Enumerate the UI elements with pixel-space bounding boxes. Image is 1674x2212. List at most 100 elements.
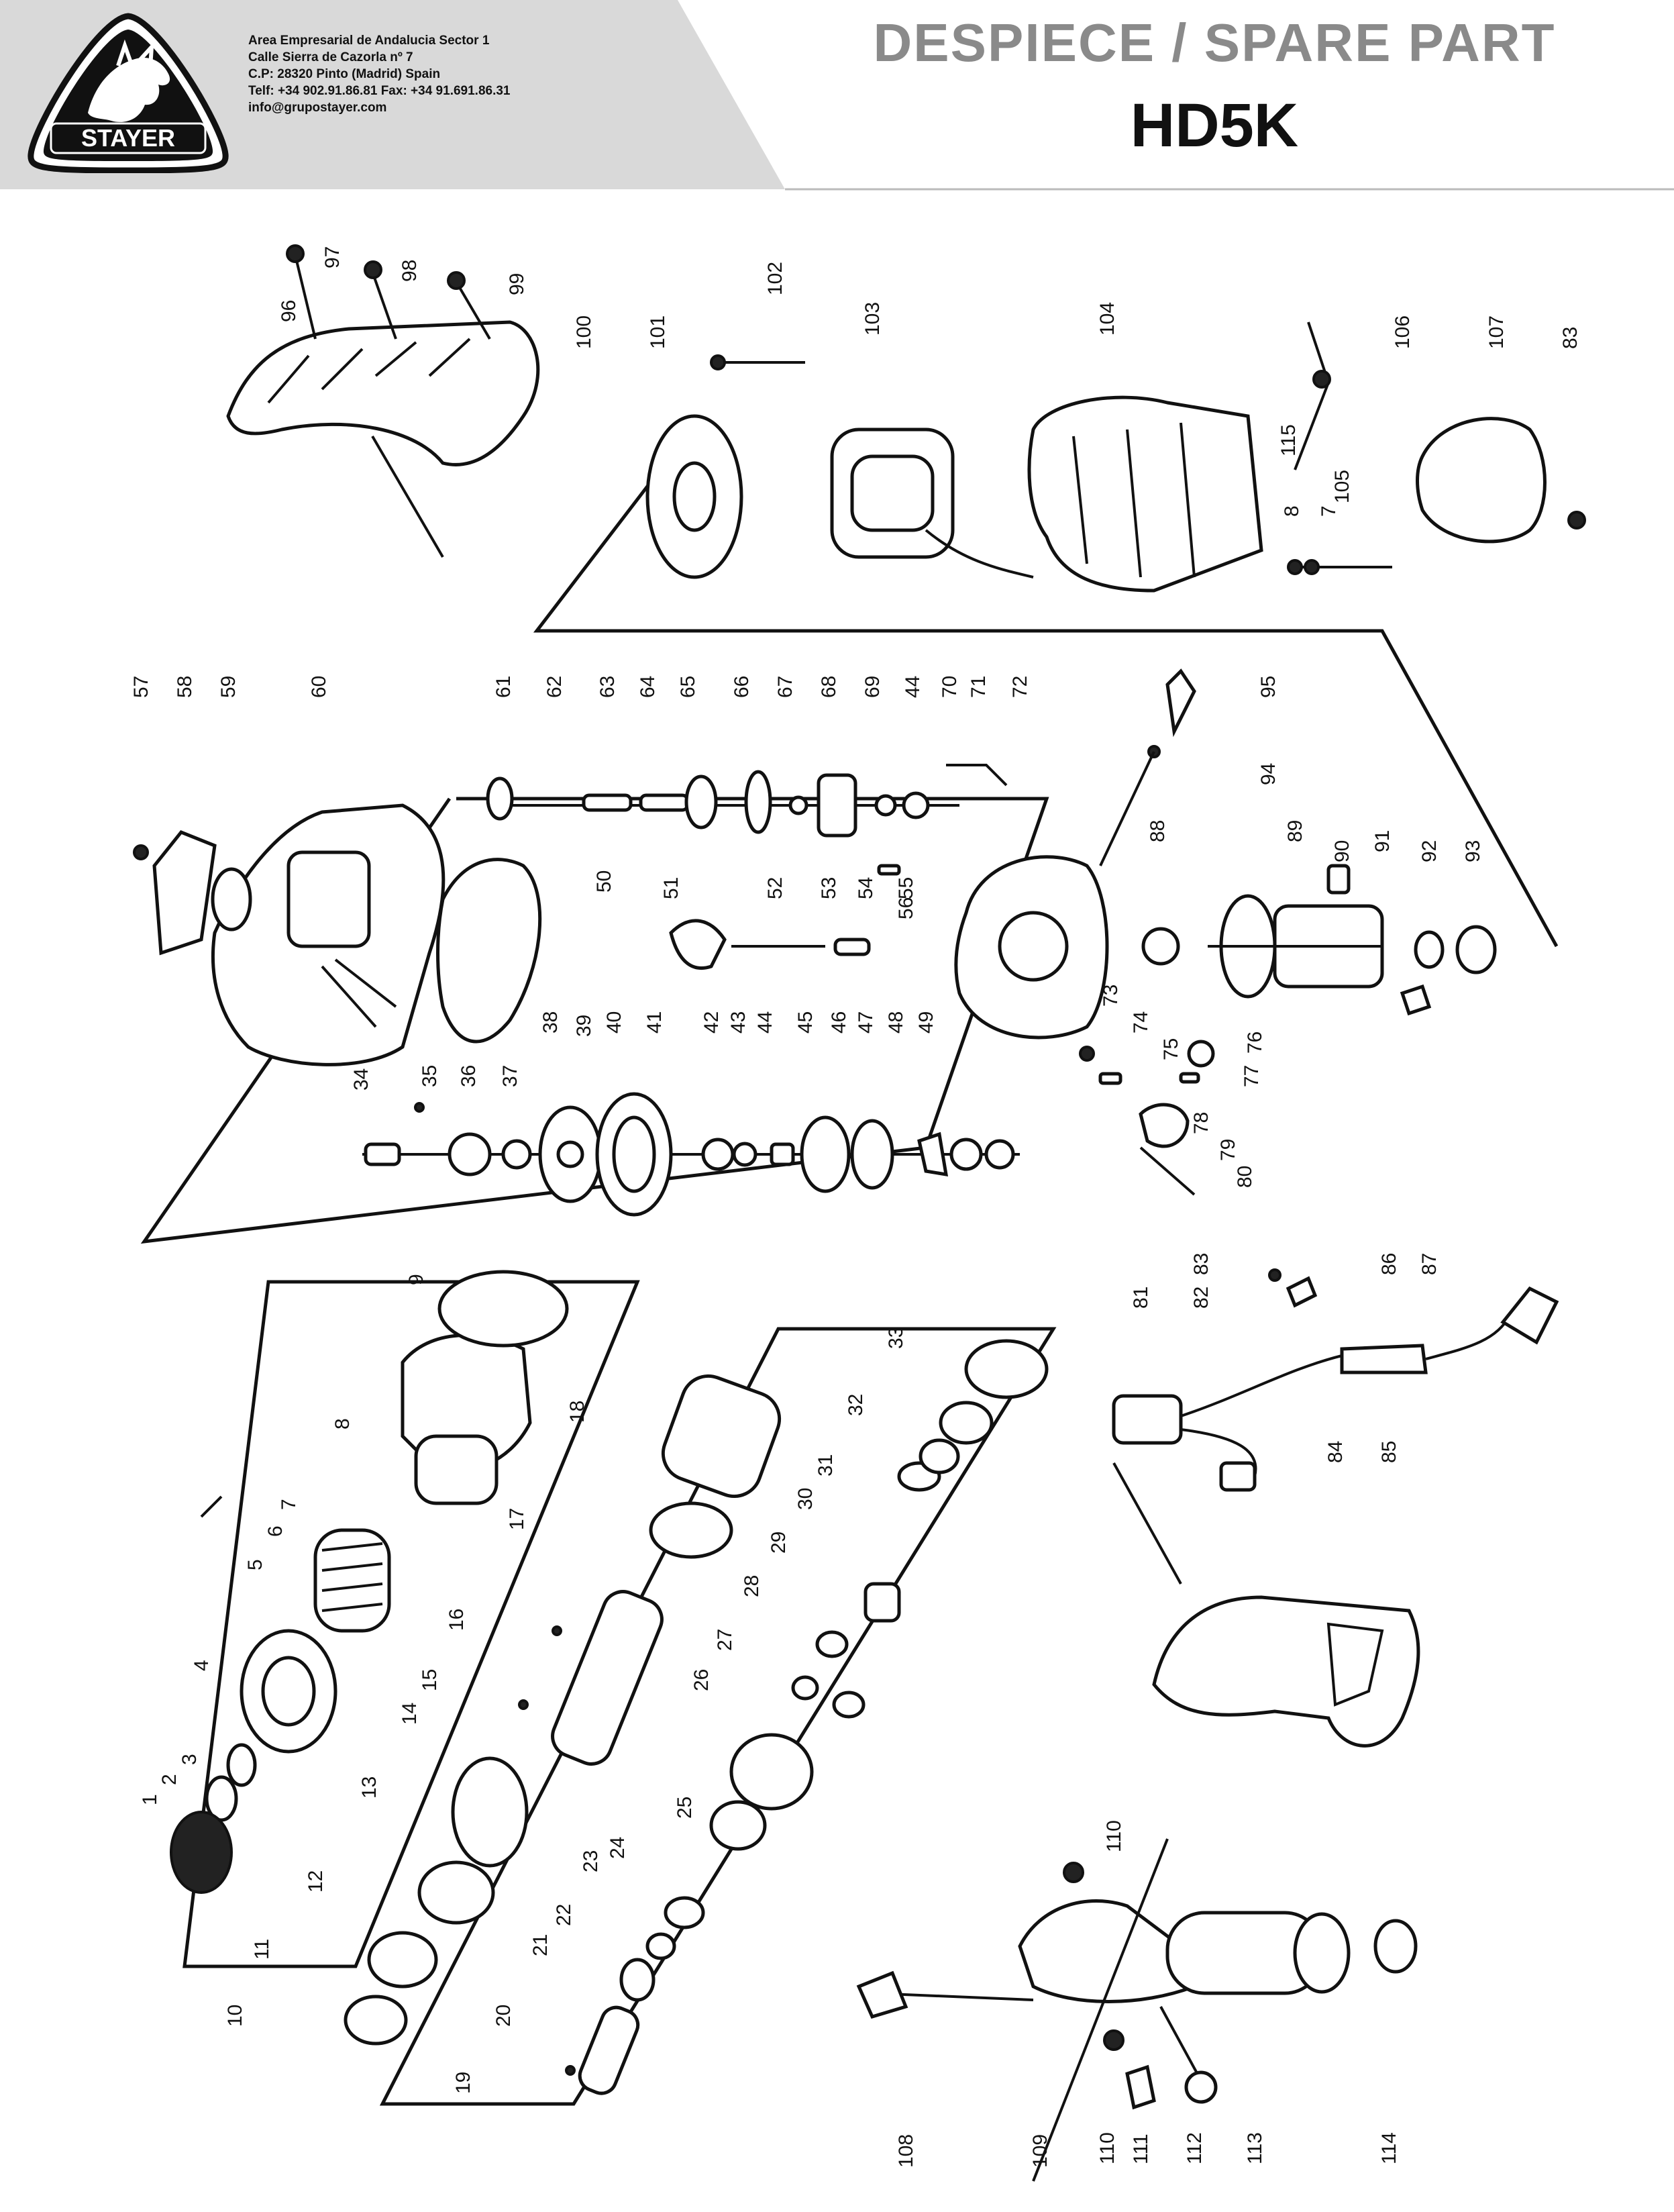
part-number-45: 45 [794,1011,817,1034]
side-cover-plate [152,830,217,956]
part-number-10: 10 [224,2005,246,2027]
part-number-86: 86 [1378,1253,1400,1275]
part-number-15: 15 [419,1669,441,1691]
part-number-75: 75 [1160,1038,1182,1060]
part-number-20: 20 [492,2005,515,2027]
part-number-77: 77 [1241,1065,1263,1087]
part-number-65: 65 [677,676,699,698]
part-number-39: 39 [573,1015,595,1037]
part-number-56: 56 [895,897,917,919]
part-number-7: 7 [278,1499,300,1510]
model-number: HD5K [1130,91,1299,160]
power-plug [1500,1286,1559,1345]
part-number-5: 5 [244,1559,266,1570]
part-number-109: 109 [1029,2134,1051,2168]
address-line: Area Empresarial de Andalucia Sector 1 [248,34,490,48]
part-number-114: 114 [1378,2132,1400,2164]
part-number-37: 37 [499,1065,521,1087]
stayer-logo: STAYER [28,13,229,173]
part-number-32: 32 [845,1394,867,1416]
part-number-71: 71 [967,676,990,698]
part-number-112: 112 [1184,2132,1206,2164]
locking-sleeve [240,1629,337,1754]
part-number-labels: 1234567891011121314151617181920212223242… [130,246,1581,2168]
part-number-99: 99 [506,273,528,295]
part-number-73: 73 [1100,985,1122,1007]
part-number-92: 92 [1418,840,1441,862]
part-number-47: 47 [855,1011,877,1034]
part-number-42: 42 [700,1011,723,1034]
part-number-70: 70 [939,676,961,698]
part-number-78: 78 [1190,1112,1212,1134]
part-number-9: 9 [405,1274,427,1285]
part-number-46: 46 [828,1011,850,1034]
part-number-100: 100 [573,315,595,349]
part-number-59: 59 [217,676,240,698]
part-number-62: 62 [543,676,566,698]
auxiliary-handle [872,1838,1351,2182]
address-line: C.P: 28320 Pinto (Madrid) Spain [248,67,441,81]
part-number-60: 60 [308,676,330,698]
rear-handle [1152,1595,1420,1748]
part-number-52: 52 [764,877,786,899]
part-number-25: 25 [674,1797,696,1819]
part-number-4: 4 [191,1660,213,1671]
part-number-95: 95 [1257,676,1279,698]
part-number-76: 76 [1244,1032,1266,1054]
part-number-7: 7 [1318,505,1340,517]
clutch-gear [817,773,857,838]
part-number-96: 96 [278,300,300,322]
part-number-48: 48 [885,1011,907,1034]
part-number-108: 108 [895,2134,917,2168]
part-number-44: 44 [902,676,924,698]
rear-housing-cover [226,244,540,466]
part-number-41: 41 [643,1011,666,1034]
part-number-57: 57 [130,676,152,698]
part-number-8: 8 [1281,505,1303,517]
part-number-87: 87 [1418,1253,1441,1275]
part-number-36: 36 [458,1065,480,1087]
part-number-11: 11 [251,1939,273,1960]
part-number-94: 94 [1257,763,1279,785]
part-number-82: 82 [1190,1287,1212,1309]
cable-sleeve [1340,1344,1428,1374]
part-number-66: 66 [731,676,753,698]
part-number-61: 61 [492,676,515,698]
part-number-90: 90 [1331,840,1353,862]
part-number-67: 67 [774,676,796,698]
part-number-22: 22 [553,1904,575,1926]
part-number-88: 88 [1147,820,1169,842]
company-address: Area Empresarial de Andalucia Sector 1 C… [248,32,651,116]
part-number-14: 14 [399,1703,421,1725]
part-number-105: 105 [1331,470,1353,503]
stator-field-coil [830,428,1034,579]
part-number-50: 50 [593,870,615,893]
part-number-74: 74 [1130,1011,1152,1034]
document-title: DESPIECE / SPARE PART [873,13,1556,72]
part-number-54: 54 [855,877,877,899]
part-number-18: 18 [566,1401,588,1423]
brand-name: STAYER [81,124,175,152]
contact-phone: Telf: +34 902.91.86.81 Fax: +34 91.691.8… [248,84,511,98]
part-number-51: 51 [660,877,682,899]
handle-end-cap [1373,1919,1418,1974]
motor-housing [1027,395,1263,593]
address-line: Calle Sierra de Cazorla nº 7 [248,50,413,64]
part-number-69: 69 [861,676,884,698]
contact-email: info@grupostayer.com [248,101,387,115]
part-number-30: 30 [794,1488,817,1510]
switch-assembly [1112,1354,1343,1477]
part-number-31: 31 [815,1454,837,1476]
part-number-113: 113 [1244,2132,1266,2164]
part-number-27: 27 [714,1629,736,1651]
part-number-79: 79 [1217,1139,1239,1161]
part-number-97: 97 [321,246,344,268]
part-number-43: 43 [727,1011,749,1034]
brush-holder-cap [1416,417,1547,544]
part-number-55: 55 [895,877,917,899]
part-number-35: 35 [419,1065,441,1087]
part-number-83: 83 [1559,327,1581,349]
part-number-101: 101 [647,315,669,349]
part-number-1: 1 [139,1794,161,1805]
part-number-106: 106 [1392,315,1414,349]
